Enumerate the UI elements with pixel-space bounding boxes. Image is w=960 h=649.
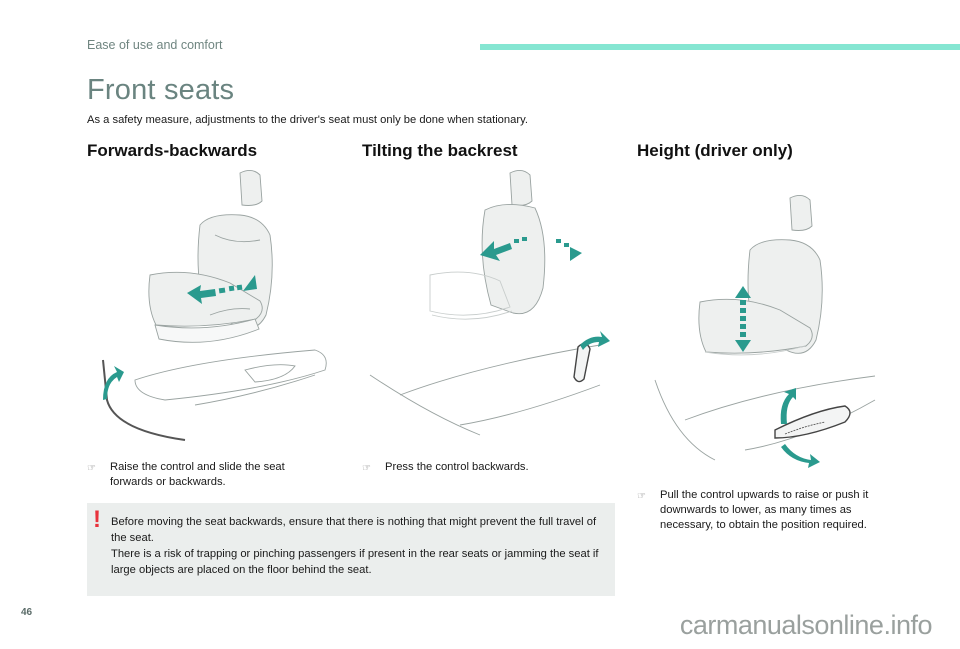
heading-height: Height (driver only) — [637, 141, 793, 160]
instruction-height: ☞ Pull the control upwards to raise or p… — [637, 488, 892, 533]
press-back-arrow-icon — [580, 331, 610, 350]
seat-icon — [429, 170, 546, 320]
raise-arrow-icon — [103, 366, 124, 400]
intro-text: As a safety measure, adjustments to the … — [87, 114, 528, 126]
heading-forwards-backwards: Forwards-backwards — [87, 141, 258, 160]
backrest-tilt-illustration — [369, 170, 610, 436]
instruction-text: Raise the control and slide the seat for… — [110, 461, 285, 488]
slide-arrow-icon — [187, 275, 257, 304]
seat-icon — [148, 170, 273, 343]
heading-tilting-backrest: Tilting the backrest — [362, 141, 518, 160]
watermark[interactable]: carmanualsonline.info — [679, 610, 933, 640]
warning-text: Before moving the seat backwards, ensure… — [111, 514, 606, 578]
warning-line-2: There is a risk of trapping or pinching … — [111, 548, 599, 576]
instruction-text: Pull the control upwards to raise or pus… — [660, 489, 869, 531]
height-lever-icon — [774, 405, 851, 439]
seat-slide-illustration — [102, 170, 327, 441]
seat-height-illustration — [654, 195, 876, 468]
hand-pointer-icon: ☞ — [637, 491, 646, 502]
height-arrow-icon — [735, 286, 751, 352]
seat-icon — [698, 195, 823, 356]
instruction-forwards-backwards: ☞ Raise the control and slide the seat f… — [87, 460, 317, 490]
section-label: Ease of use and comfort — [87, 38, 223, 52]
header-accent-bar — [480, 44, 960, 50]
hand-pointer-icon: ☞ — [362, 463, 371, 474]
exclamation-icon: ! — [93, 506, 101, 533]
instruction-tilting-backrest: ☞ Press the control backwards. — [362, 460, 602, 476]
page-number: 46 — [21, 607, 33, 618]
tilt-arrows-icon — [480, 237, 582, 261]
slide-lever-icon — [102, 359, 186, 441]
lever-down-arrow-icon — [781, 444, 820, 468]
instruction-text: Press the control backwards. — [385, 461, 529, 473]
seat-side-detail — [369, 344, 601, 436]
warning-box: ! Before moving the seat backwards, ensu… — [87, 503, 615, 596]
warning-line-1: Before moving the seat backwards, ensure… — [111, 516, 597, 544]
page-title: Front seats — [87, 74, 235, 106]
hand-pointer-icon: ☞ — [87, 463, 96, 474]
seat-base-detail — [134, 349, 327, 406]
lever-up-arrow-icon — [780, 388, 796, 424]
